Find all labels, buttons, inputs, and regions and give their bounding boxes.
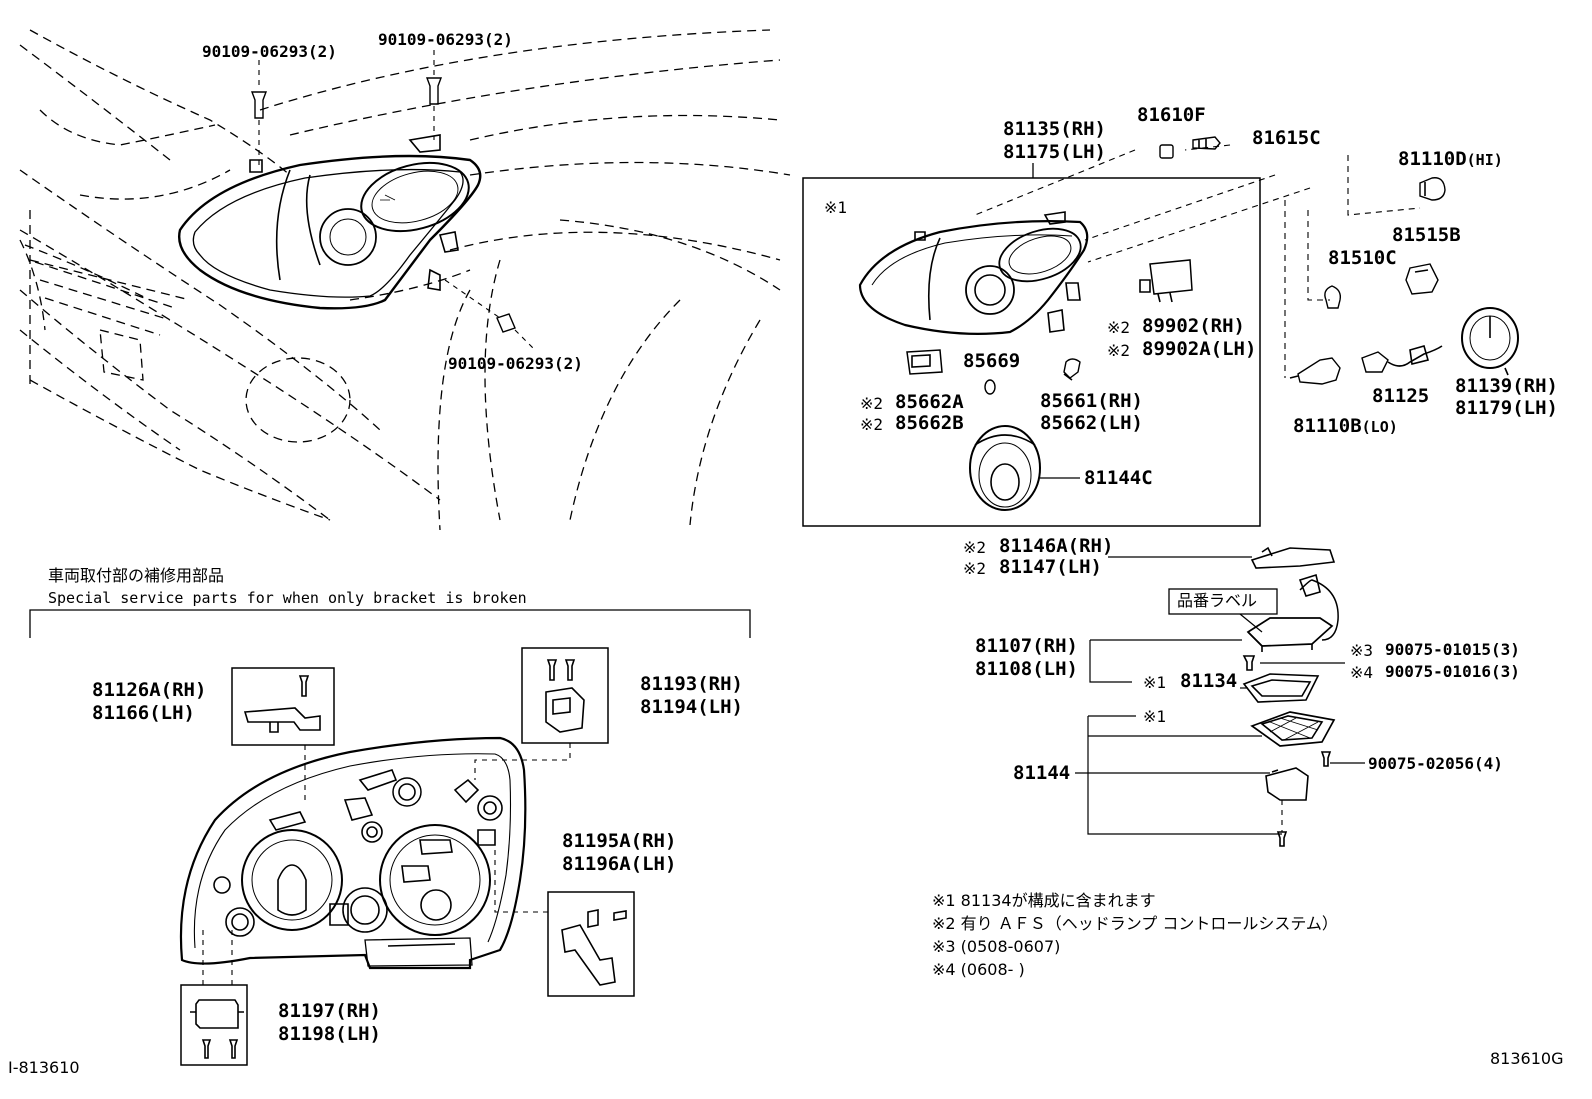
ring-label: 81144C [1084,467,1153,489]
bulb-81615c-label: 81615C [1252,127,1321,149]
bracket-d-label-lh: 81198(LH) [278,1023,381,1045]
bulb-lo-suffix: (LO) [1361,418,1398,436]
note-4: ※4 (0608- ) [932,960,1025,979]
motor-label-rh: 89902(RH) [1142,315,1245,337]
note-1: ※1 81134が構成に含まれます [932,891,1156,910]
vehicle-front-view [19,29,791,531]
note-2: ※2 有り ＡＦＳ（ヘッドランプ コントロールシステム） [932,914,1338,933]
socket-label-rh: 85661(RH) [1040,390,1143,412]
actuator-label-b: 85662B [895,412,964,434]
service-parts-section [29,609,751,1066]
harness-label: 81125 [1372,385,1430,407]
motor-label-lh: 89902A(LH) [1142,338,1257,360]
unit-label-rh: 81135(RH) [1003,118,1106,140]
note-3: ※3 (0508-0607) [932,937,1061,956]
bulb-hi-label: 81110D(HI) [1398,148,1503,171]
section-title-jp: 車両取付部の補修用部品 [48,566,225,585]
assembly-label: 81144 [1013,762,1071,784]
bulb-hi-suffix: (HI) [1466,151,1503,169]
motor-mark-lh: ※2 [1107,341,1131,360]
screw-label-b: 90075-01016(3) [1385,662,1520,681]
screw-label-lower: 90109-06293(2) [448,354,583,373]
part-number-label-tag: 品番ラベル [1177,591,1258,610]
bulb-hi-number: 81110D [1398,148,1467,170]
computer-label-lh: 81108(LH) [975,658,1078,680]
screw-mark-4: ※4 [1350,663,1374,682]
bracket-c-label-rh: 81195A(RH) [562,830,677,852]
headlamp-unit-group [802,136,1519,527]
cap-label: 81610F [1137,104,1206,126]
bracket-a-label-rh: 81126A(RH) [92,679,207,701]
screw-mark-3: ※3 [1350,641,1374,660]
socket-81515b-label: 81515B [1392,224,1461,246]
gasket-label: 81134 [1180,670,1238,692]
oring-label: 85669 [963,350,1021,372]
bracket-cover-mark-lh: ※2 [963,559,987,578]
screw-label-a: 90075-01015(3) [1385,640,1520,659]
bracket-a-label-lh: 81166(LH) [92,702,195,724]
unit-label-lh: 81175(LH) [1003,141,1106,163]
actuator-mark-a: ※2 [860,394,884,413]
screw-label-top-left: 90109-06293(2) [202,42,337,61]
bracket-b-label-rh: 81193(RH) [640,673,743,695]
bracket-cover-mark-rh: ※2 [963,538,987,557]
screw-label-c: 90075-02056(4) [1368,754,1503,773]
afs-computer-group [1075,546,1365,847]
cover-label-rh: 81139(RH) [1455,375,1558,397]
bulb-lo-label: 81110B(LO) [1293,415,1398,438]
bracket-d-label-rh: 81197(RH) [278,1000,381,1022]
cover-label-lh: 81179(LH) [1455,397,1558,419]
socket-label-lh: 85662(LH) [1040,412,1143,434]
bracket-cover-label-rh: 81146A(RH) [999,535,1114,557]
assembly-mark: ※1 [1143,707,1167,726]
footer-right-id: 813610G [1490,1049,1564,1068]
bracket-b-label-lh: 81194(LH) [640,696,743,718]
actuator-mark-b: ※2 [860,415,884,434]
bulb-81510c-label: 81510C [1328,247,1397,269]
motor-mark-rh: ※2 [1107,318,1131,337]
gasket-mark: ※1 [1143,673,1167,692]
actuator-label-a: 85662A [895,391,964,413]
section-title-en: Special service parts for when only brac… [48,589,527,607]
bulb-lo-number: 81110B [1293,415,1362,437]
screw-label-top-mid: 90109-06293(2) [378,30,513,49]
bracket-c-label-lh: 81196A(LH) [562,853,677,875]
computer-label-rh: 81107(RH) [975,635,1078,657]
mark-1-unit: ※1 [824,198,848,217]
footer-left-id: I-813610 [8,1058,80,1077]
bracket-cover-label-lh: 81147(LH) [999,556,1102,578]
